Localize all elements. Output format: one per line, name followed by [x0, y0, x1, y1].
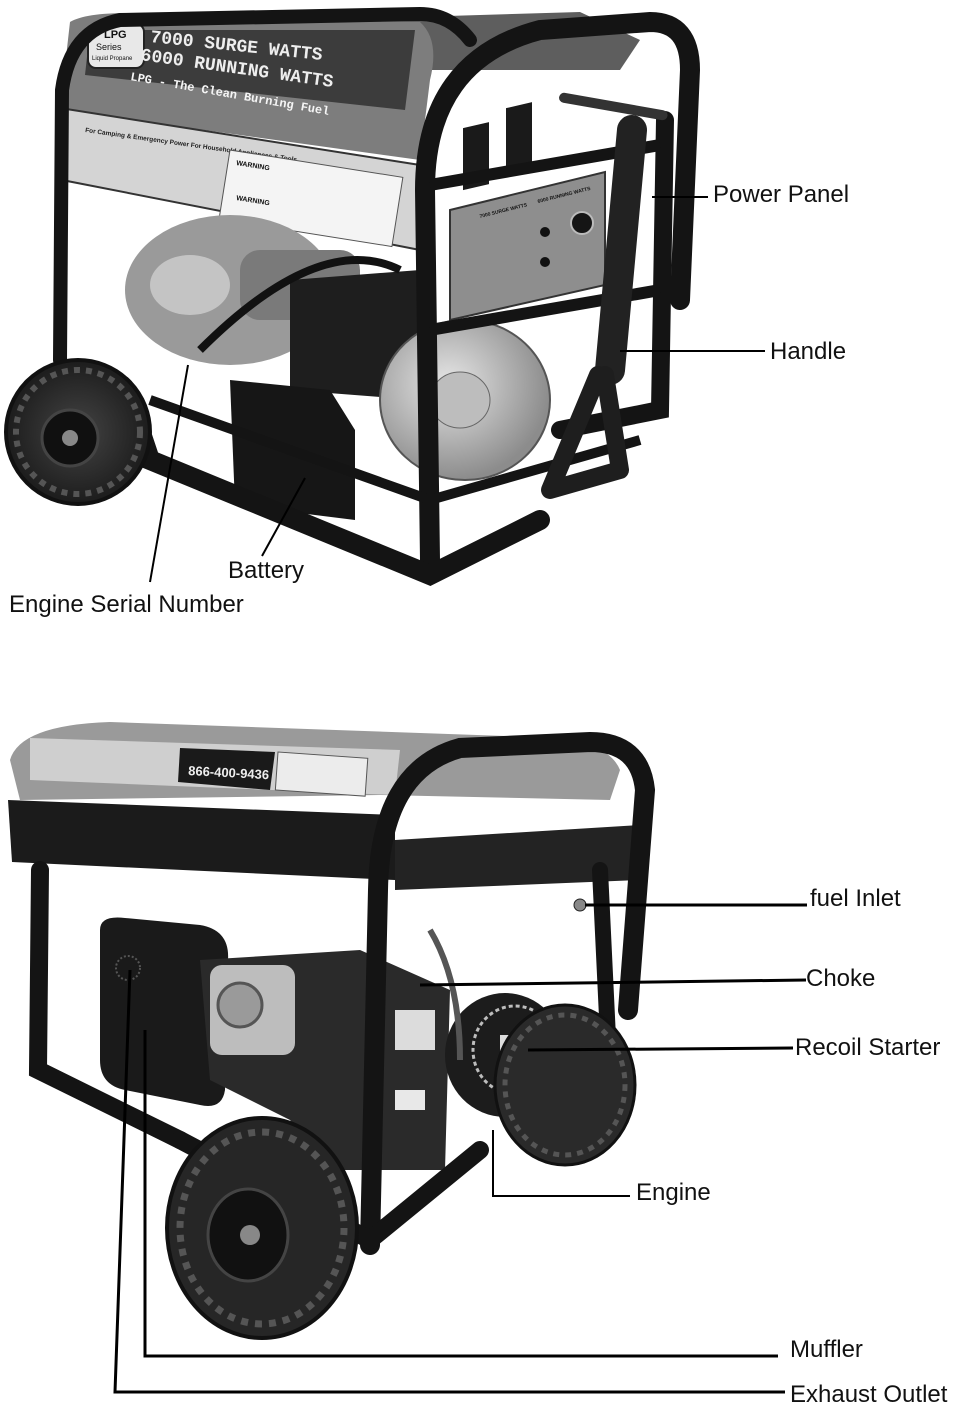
engine-label-2	[395, 1090, 425, 1110]
label-power-panel: Power Panel	[713, 181, 850, 208]
fuel-inlet-fitting	[573, 898, 587, 912]
leader-battery	[261, 477, 306, 557]
label-fuel-inlet: fuel Inlet	[810, 885, 901, 912]
leader-choke	[419, 978, 807, 987]
rear-panel	[395, 825, 640, 890]
recoil-starter-grille	[471, 1004, 559, 1096]
rear-frame-arch	[360, 731, 656, 1255]
rear-hood-decal	[30, 738, 400, 795]
hood-decal-band	[85, 30, 415, 110]
leader-engine-serial	[149, 364, 189, 583]
engine-label	[395, 1010, 435, 1050]
outlet-2	[506, 102, 532, 171]
muffler-vent	[115, 955, 141, 981]
rear-frame-right	[592, 862, 618, 1088]
label-engine: Engine	[636, 1179, 711, 1206]
wheel-tread	[13, 367, 143, 497]
twist-lock-outlet	[570, 211, 594, 235]
phone-number: 866-400-9436	[188, 763, 270, 782]
leader-recoil-starter	[527, 1046, 794, 1052]
muffler-body	[100, 917, 229, 1106]
rear-wheel-back-tread	[502, 1012, 628, 1158]
fuel-hose	[197, 256, 402, 353]
rear-wheel-front-rim	[206, 1187, 290, 1283]
rear-hood-face	[8, 800, 395, 880]
rear-frame-left	[28, 861, 189, 1149]
starter-motor	[150, 255, 230, 315]
fuel-line	[427, 928, 463, 1061]
label-engine-serial-number: Engine Serial Number	[9, 591, 244, 618]
recoil-starter-handle	[500, 1035, 530, 1065]
recoil-starter-cover	[445, 993, 565, 1117]
label-battery: Battery	[228, 557, 305, 584]
label-muffler: Muffler	[790, 1336, 863, 1363]
rear-frame-base	[171, 1131, 489, 1251]
label-exhaust-outlet: Exhaust Outlet	[790, 1381, 948, 1408]
engine-housing	[200, 950, 450, 1170]
alternator-hub	[429, 371, 491, 429]
label-recoil-starter: Recoil Starter	[795, 1034, 941, 1061]
figure-1-generator-front: LPG Series Liquid Propane 7000 SURGE WAT…	[4, 6, 765, 586]
handle-post	[595, 115, 647, 385]
engine-cap	[216, 981, 264, 1029]
badge-line3: Liquid Propane	[92, 56, 133, 62]
label-handle: Handle	[770, 338, 847, 365]
handle-lever	[559, 92, 668, 121]
rear-wheel-front-tread	[176, 1128, 348, 1328]
badge-line1: LPG	[104, 29, 127, 41]
wheel-hub	[62, 430, 78, 446]
small-decal	[274, 751, 369, 797]
breaker-2	[540, 257, 550, 267]
engine-cover	[210, 965, 295, 1055]
leader-engine	[492, 1130, 630, 1197]
label-choke: Choke	[806, 965, 876, 992]
frame-rear-arch	[53, 6, 477, 367]
badge-line2: Series	[96, 42, 122, 52]
handle-grip	[541, 366, 629, 499]
rear-hood-top	[10, 722, 620, 800]
phone-decal	[178, 748, 275, 790]
rear-wheel-back-tire	[493, 1003, 637, 1167]
rear-wheel-front-tire	[165, 1116, 359, 1340]
frame-front-arch	[414, 11, 701, 570]
breaker-1	[540, 227, 550, 237]
rear-wheel-front-hub	[240, 1225, 260, 1245]
frame-right-leg	[551, 111, 674, 439]
